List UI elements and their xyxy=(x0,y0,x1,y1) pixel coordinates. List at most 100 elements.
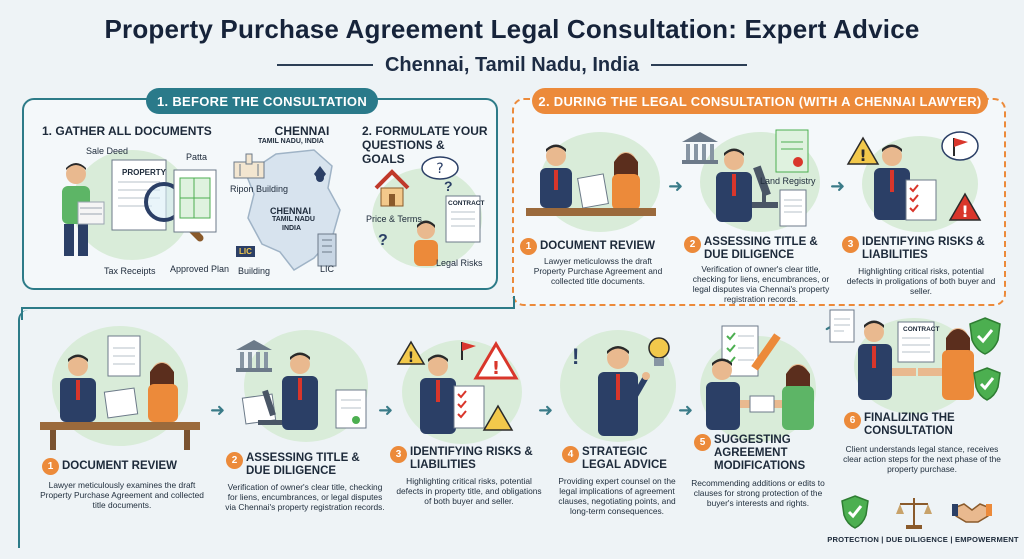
page-title: Property Purchase Agreement Legal Consul… xyxy=(104,14,920,44)
question-mark-2: ? xyxy=(444,178,453,194)
certificate-icon xyxy=(775,129,809,173)
final-contract-label: CONTRACT xyxy=(903,326,940,333)
process-panel xyxy=(18,310,822,548)
property-doc-label: PROPERTY xyxy=(122,168,167,177)
subtitle-row: Chennai, Tamil Nadu, India xyxy=(0,52,1024,78)
during-step2-desc: Verification of owner's clear title, che… xyxy=(692,264,830,304)
handshake-icon xyxy=(952,503,992,523)
lawyer-inspection-icon xyxy=(241,352,367,430)
exclamation-mark: ! xyxy=(572,344,580,369)
ripon-building-icon xyxy=(233,153,265,179)
during-section-label: 2. DURING THE LEGAL CONSULTATION (WITH A… xyxy=(532,88,988,114)
ripon-building-label: Ripon Building xyxy=(230,184,289,194)
scales-of-justice-icon xyxy=(896,498,932,529)
thinking-person-icon xyxy=(414,220,438,266)
process-step5-desc: Recommending additions or edits to claus… xyxy=(691,478,825,508)
document-sign-icon xyxy=(829,309,855,343)
contract-icon xyxy=(445,195,481,243)
lawyer-advice-icon xyxy=(598,346,650,436)
finalize-handshake-scene-icon xyxy=(858,320,974,400)
process-step6-title: FINALIZING THE CONSULTATION xyxy=(864,412,955,437)
formulate-questions-heading: 2. FORMULATE YOUR QUESTIONS & GOALS xyxy=(362,124,488,166)
shield-check-icon-2 xyxy=(973,367,1001,401)
process-step1-desc: Lawyer meticulously examines the draft P… xyxy=(40,480,204,510)
process-step3-number: 3 xyxy=(390,446,407,463)
lic-tower-icon xyxy=(317,233,337,267)
chennai-map-heading: CHENNAI xyxy=(274,124,330,138)
courthouse-small-icon xyxy=(236,340,272,372)
shield-check-icon-1 xyxy=(969,317,1001,355)
process-step5-title: SUGGESTING AGREEMENT MODIFICATIONS xyxy=(714,434,806,472)
warning-triangle-icon: ! xyxy=(846,136,880,165)
during-step2-title: ASSESSING TITLE & DUE DILIGENCE xyxy=(704,236,818,261)
document-review-meeting-icon xyxy=(40,335,200,450)
sale-deed-label: Sale Deed xyxy=(86,146,129,156)
svg-text:!: ! xyxy=(859,146,866,165)
process-step4-number: 4 xyxy=(562,446,579,463)
map-center-label: CHENNAI xyxy=(270,206,312,216)
thought-bubble-icon: ? xyxy=(421,156,459,180)
person-with-documents-icon xyxy=(62,163,105,256)
process-step4-title: STRATEGIC LEGAL ADVICE xyxy=(582,446,667,471)
flow-arrow-process-1: ➜ xyxy=(210,400,226,420)
chennai-map-subheading: TAMIL NADU, INDIA xyxy=(258,138,324,145)
tax-receipts-label: Tax Receipts xyxy=(104,266,156,276)
building-label: Building xyxy=(238,266,271,276)
map-center-sub2: INDIA xyxy=(282,225,302,232)
lic-badge: LIC xyxy=(236,246,255,257)
process-step5-number: 5 xyxy=(694,434,711,451)
flag-speech-icon xyxy=(941,131,979,161)
process-step3-desc: Highlighting critical risks, potential d… xyxy=(396,476,542,506)
footer-tagline: PROTECTION | DUE DILIGENCE | EMPOWERMENT xyxy=(827,535,1019,544)
process-step3-title: IDENTIFYING RISKS & LIABILITIES xyxy=(410,446,533,471)
lightbulb-icon xyxy=(648,337,670,366)
approved-plan-label: Approved Plan xyxy=(170,264,230,274)
svg-text:?: ? xyxy=(436,161,443,177)
process-step1-number: 1 xyxy=(42,458,59,475)
land-registry-label: Land Registry xyxy=(760,176,816,186)
during-step1-desc: Lawyer meticulowss the draft Property Pu… xyxy=(533,256,663,286)
question-mark-1: ? xyxy=(378,232,388,249)
price-terms-label: Price & Terms xyxy=(366,214,422,224)
flow-arrow-process-3: ➜ xyxy=(538,400,554,420)
during-step3-desc: Highlighting critical risks, potential d… xyxy=(846,266,996,296)
flow-arrow-during-2: ➜ xyxy=(830,176,846,196)
process-step1-title: DOCUMENT REVIEW xyxy=(62,460,177,472)
warning-triangle-small-icon: ! xyxy=(396,340,426,366)
during-step1-number: 1 xyxy=(520,238,537,255)
subtitle-divider-left xyxy=(276,64,373,66)
lawyer-client-meeting-icon xyxy=(526,144,656,216)
legal-risks-label: Legal Risks xyxy=(436,258,483,268)
map-center-sub1: TAMIL NADU xyxy=(272,216,315,223)
gather-documents-heading: 1. GATHER ALL DOCUMENTS xyxy=(42,124,212,138)
before-section-label: 1. BEFORE THE CONSULTATION xyxy=(146,88,378,114)
process-step6-desc: Client understands legal stance, receive… xyxy=(843,444,1001,474)
svg-text:!: ! xyxy=(961,202,968,221)
warning-red-icon: ! xyxy=(948,192,982,221)
lic-label: LIC xyxy=(320,264,335,274)
process-step4-desc: Providing expert counsel on the legal im… xyxy=(558,476,676,516)
approved-plan-icon xyxy=(173,169,217,233)
process-step2-desc: Verification of owner's clear title, che… xyxy=(225,482,385,512)
tamil-nadu-map-icon xyxy=(245,149,341,271)
process-step6-number: 6 xyxy=(844,412,861,429)
patta-label: Patta xyxy=(186,152,208,162)
svg-text:!: ! xyxy=(492,358,500,379)
during-step3-number: 3 xyxy=(842,236,859,253)
during-step1-title: DOCUMENT REVIEW xyxy=(540,240,655,252)
house-icon xyxy=(374,169,410,207)
lawyer-checklist-icon xyxy=(874,144,937,221)
document-stack-icon xyxy=(779,189,807,227)
courthouse-icon xyxy=(682,132,718,164)
page-subtitle: Chennai, Tamil Nadu, India xyxy=(384,53,640,76)
subtitle-divider-right xyxy=(651,64,748,66)
shield-footer-icon xyxy=(841,495,869,529)
svg-text:!: ! xyxy=(408,350,414,366)
contract-label: CONTRACT xyxy=(448,200,485,207)
flow-arrow-process-2: ➜ xyxy=(378,400,394,420)
during-step3-title: IDENTIFYING RISKS & LIABILITIES xyxy=(862,236,985,261)
during-step2-number: 2 xyxy=(684,236,701,253)
flow-arrow-during-1: ➜ xyxy=(668,176,684,196)
flow-arrow-process-4: ➜ xyxy=(678,400,694,420)
process-step2-number: 2 xyxy=(226,452,243,469)
